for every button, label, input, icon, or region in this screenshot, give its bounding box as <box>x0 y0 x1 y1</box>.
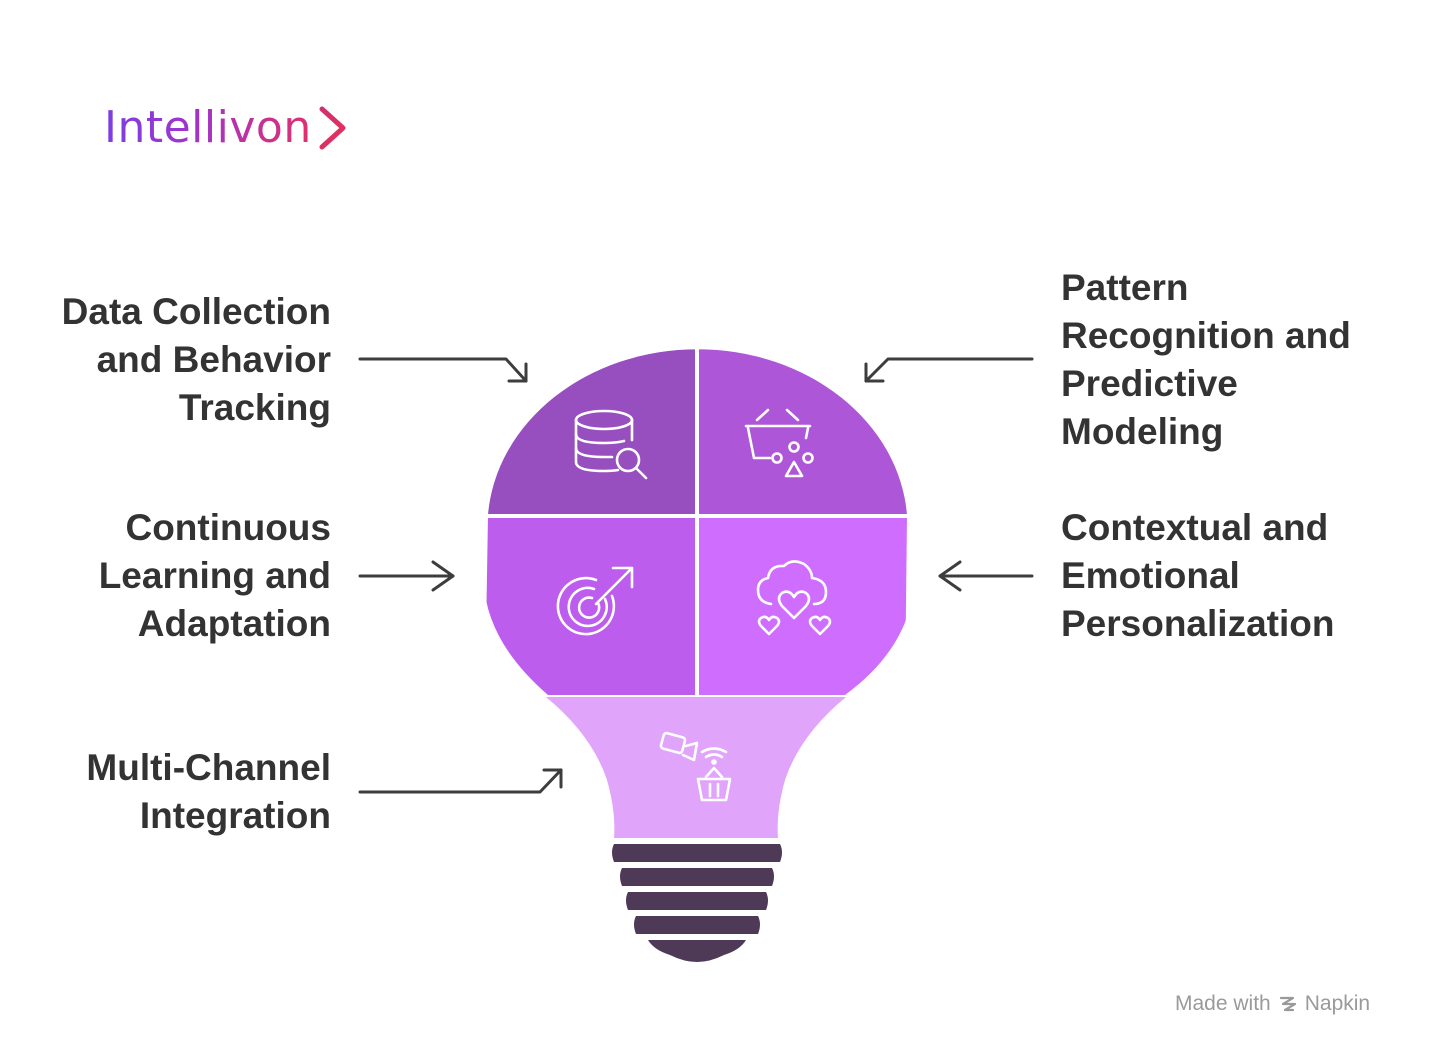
label-line: Adaptation <box>137 603 331 644</box>
credit-prefix: Made with <box>1175 992 1271 1015</box>
label-data-collection: Data Collection and Behavior Tracking <box>62 288 331 432</box>
segment-pattern-recognition <box>697 349 907 516</box>
bulb-base <box>612 844 782 962</box>
target-arrow-icon <box>556 566 634 636</box>
base-ring <box>648 940 746 962</box>
napkin-logo-icon <box>1279 996 1296 1012</box>
label-line: Learning and <box>98 555 331 596</box>
label-continuous-learning: Continuous Learning and Adaptation <box>99 504 331 648</box>
label-line: Contextual and <box>1061 507 1329 548</box>
camera-basket-icon <box>659 731 732 802</box>
label-line: Pattern <box>1061 267 1189 308</box>
basket-shapes-icon <box>744 408 814 478</box>
made-with-credit: Made with Napkin <box>1175 992 1370 1016</box>
brand-name: Intellivon <box>104 98 312 158</box>
credit-brand: Napkin <box>1304 992 1371 1015</box>
arrow-data-collection <box>358 357 528 383</box>
segment-contextual-personalization <box>697 516 907 695</box>
label-line: Multi-Channel <box>86 747 331 788</box>
label-line: Modeling <box>1061 411 1224 452</box>
label-line: Continuous <box>125 507 331 548</box>
label-line: Tracking <box>178 387 331 428</box>
brand-logo: Intellivon <box>104 98 350 158</box>
label-line: and Behavior <box>96 339 331 380</box>
label-line: Data Collection <box>61 291 331 332</box>
base-ring <box>626 892 768 910</box>
arrow-continuous-learning <box>358 560 455 592</box>
segment-data-collection <box>485 349 697 516</box>
label-line: Integration <box>139 795 331 836</box>
bulb-head <box>485 349 907 695</box>
arrow-multi-channel <box>358 768 563 794</box>
label-line: Recognition and <box>1061 315 1351 356</box>
segment-multi-channel <box>546 697 846 838</box>
label-line: Emotional <box>1061 555 1240 596</box>
segment-continuous-learning <box>485 516 697 695</box>
arrow-pattern-recognition <box>864 357 1034 383</box>
cloud-hearts-icon <box>756 560 832 636</box>
label-line: Personalization <box>1061 603 1335 644</box>
base-ring <box>612 844 782 862</box>
base-ring <box>634 916 760 934</box>
label-multi-channel: Multi-Channel Integration <box>86 744 331 840</box>
label-pattern-recognition: Pattern Recognition and Predictive Model… <box>1061 264 1351 456</box>
database-search-icon <box>574 409 648 480</box>
base-ring <box>620 868 774 886</box>
label-contextual-personalization: Contextual and Emotional Personalization <box>1061 504 1334 648</box>
arrow-contextual-personalization <box>938 560 1034 592</box>
label-line: Predictive <box>1061 363 1238 404</box>
chevron-right-icon <box>319 106 346 150</box>
